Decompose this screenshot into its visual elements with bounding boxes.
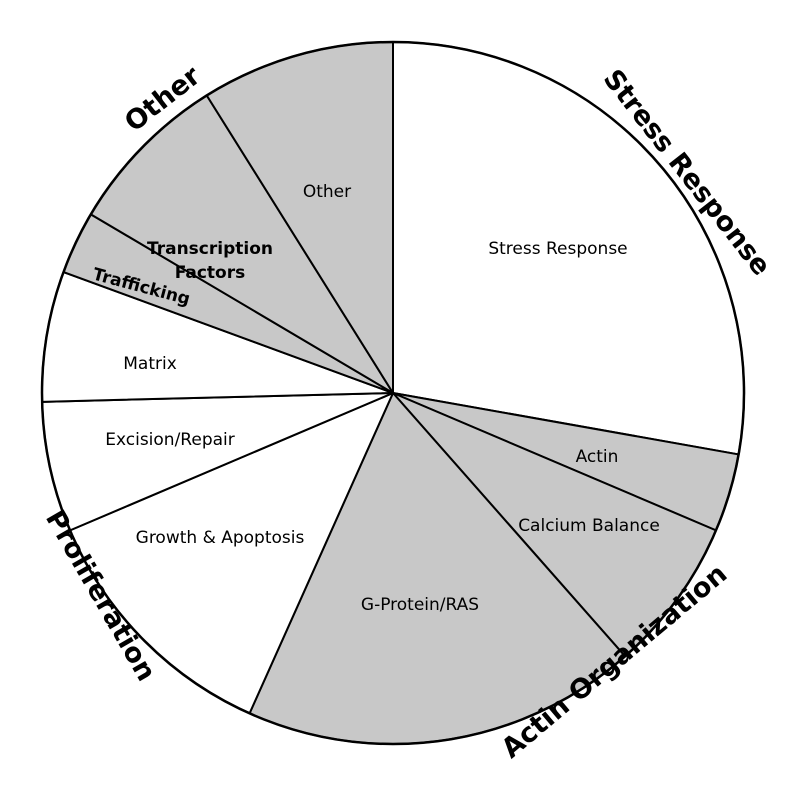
- slice-label-stress-response: Stress Response: [488, 239, 627, 259]
- pie-outline: [40, 40, 746, 746]
- slices-layer: [40, 40, 746, 746]
- slice-label-growth-apoptosis: Growth & Apoptosis: [136, 528, 305, 548]
- slice-label-transcription-factors-line2: Factors: [175, 263, 245, 283]
- slice-label-excision-repair: Excision/Repair: [105, 430, 234, 450]
- slice-labels-layer: Stress Response Actin Calcium Balance G-…: [90, 182, 659, 615]
- slice-label-g-protein-ras: G-Protein/RAS: [361, 595, 479, 615]
- slice-label-other: Other: [303, 182, 351, 202]
- slice-label-calcium-balance: Calcium Balance: [518, 516, 660, 536]
- slice-label-actin: Actin: [576, 447, 619, 467]
- slice-label-matrix: Matrix: [123, 354, 177, 374]
- slice-label-transcription-factors-line1: Transcription: [147, 239, 273, 259]
